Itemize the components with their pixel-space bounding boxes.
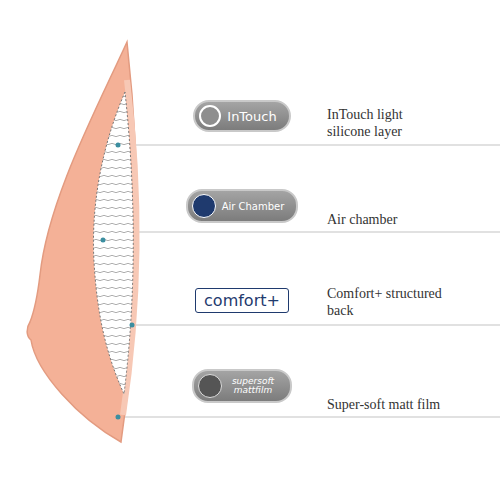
comfort-logo: comfort+ <box>195 288 289 313</box>
leader-line <box>118 416 500 417</box>
wave-stroke <box>88 262 140 266</box>
leader-dots <box>101 143 135 420</box>
wave-stroke <box>88 198 140 202</box>
leader-lines <box>103 145 500 417</box>
wave-stroke <box>88 390 140 394</box>
badge-text: InTouch <box>227 109 276 124</box>
wave-stroke <box>88 142 140 146</box>
wave-stroke <box>88 374 140 378</box>
wave-stroke <box>88 150 140 154</box>
wave-stroke <box>88 334 140 338</box>
wave-stroke <box>88 286 140 290</box>
wave-stroke <box>88 302 140 306</box>
leader-dot <box>116 143 121 148</box>
breast-form-outline <box>27 42 137 442</box>
wave-stroke <box>88 294 140 298</box>
wave-stroke <box>88 382 140 386</box>
air-chamber <box>93 92 133 394</box>
wave-stroke <box>88 358 140 362</box>
wave-stroke <box>88 238 140 242</box>
air-chamber-waves <box>88 94 140 394</box>
wave-stroke <box>88 118 140 122</box>
layer-description: InTouch light silicone layer <box>327 107 445 141</box>
wave-stroke <box>88 102 140 106</box>
intouch-badge: InTouch <box>193 100 290 132</box>
layer-description: Comfort+ structured back <box>327 286 445 320</box>
leader-line <box>103 231 500 232</box>
wave-stroke <box>88 366 140 370</box>
wave-stroke <box>88 246 140 250</box>
wave-stroke <box>88 110 140 114</box>
badge-icon <box>199 105 221 127</box>
leader-line <box>132 324 500 325</box>
wave-stroke <box>88 270 140 274</box>
wave-stroke <box>88 174 140 178</box>
badge-text: Air Chamber <box>222 201 285 212</box>
wave-stroke <box>88 222 140 226</box>
wave-stroke <box>88 190 140 194</box>
leader-dot <box>101 238 106 243</box>
layer-description: Air chamber <box>327 212 487 229</box>
wave-stroke <box>88 182 140 186</box>
leader-dot <box>130 323 135 328</box>
wave-stroke <box>88 158 140 162</box>
badge-text: comfort+ <box>204 291 280 310</box>
wave-stroke <box>88 342 140 346</box>
wave-stroke <box>88 230 140 234</box>
wave-stroke <box>88 206 140 210</box>
wave-stroke <box>88 94 140 98</box>
leader-dot <box>116 415 121 420</box>
layer-description: Super-soft matt film <box>327 397 487 414</box>
wave-stroke <box>88 350 140 354</box>
wave-stroke <box>88 310 140 314</box>
supersoft-badge: supersoft mattfilm <box>192 369 292 403</box>
wave-stroke <box>88 214 140 218</box>
badge-text: supersoft mattfilm <box>228 377 278 396</box>
wave-stroke <box>88 166 140 170</box>
wave-stroke <box>88 134 140 138</box>
wave-stroke <box>88 278 140 282</box>
badge-icon <box>198 374 222 398</box>
air-chamber-badge: Air Chamber <box>186 189 299 223</box>
leader-line <box>118 144 500 145</box>
wave-stroke <box>88 318 140 322</box>
badge-icon <box>192 194 216 218</box>
wave-stroke <box>88 126 140 130</box>
wave-stroke <box>88 254 140 258</box>
